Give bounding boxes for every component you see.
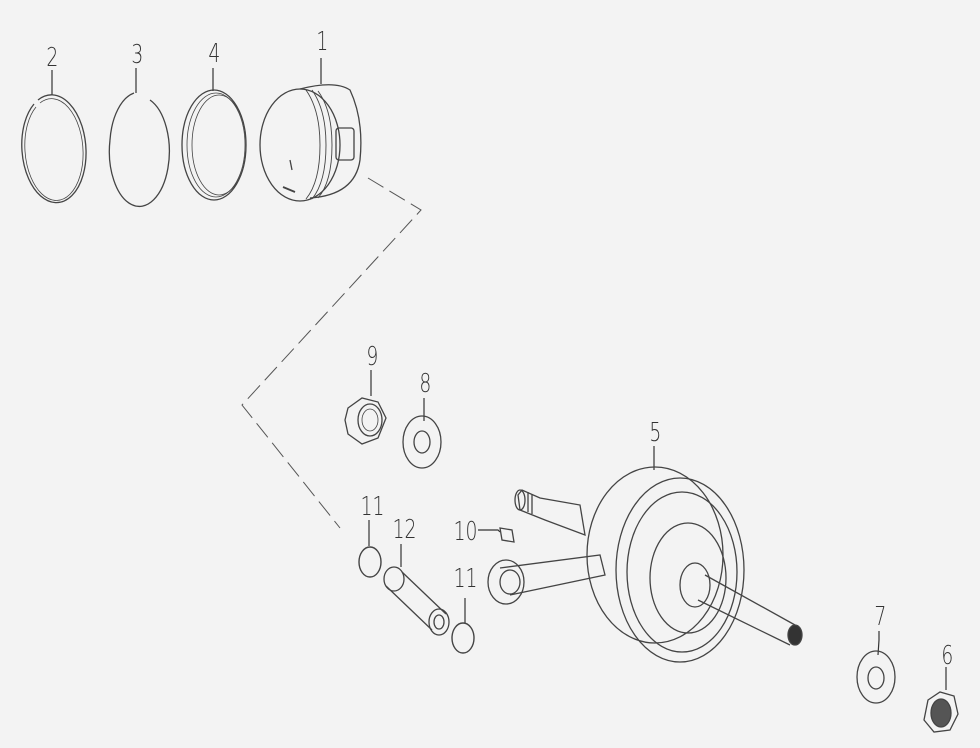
nut-9 (344, 397, 387, 445)
piston-ring-top (21, 94, 87, 204)
piston-pin (383, 566, 450, 636)
callout-7: 7 (874, 602, 887, 632)
washer-7 (856, 650, 896, 704)
callout-6: 6 (941, 641, 954, 671)
callout-1: 1 (316, 27, 329, 57)
callout-8: 8 (419, 369, 432, 399)
assembly-dashed-line (241, 177, 422, 529)
pin-clip-11b (451, 622, 475, 654)
callout-11b: 11 (453, 564, 478, 594)
callout-9: 9 (366, 342, 379, 372)
woodruff-key (499, 527, 515, 543)
leader-lines (51, 58, 947, 690)
washer-8 (402, 415, 442, 469)
callout-11a: 11 (360, 492, 385, 522)
nut-6 (923, 691, 959, 733)
oil-ring (181, 89, 247, 201)
pin-clip-11a (358, 546, 382, 578)
callout-3: 3 (131, 40, 144, 70)
crankshaft (487, 466, 803, 663)
callout-12: 12 (392, 515, 417, 545)
piston (259, 84, 362, 202)
callout-10: 10 (453, 517, 478, 547)
callout-2: 2 (46, 43, 59, 73)
callout-4: 4 (208, 39, 221, 69)
callout-5: 5 (649, 418, 662, 448)
piston-ring-second (108, 92, 170, 208)
